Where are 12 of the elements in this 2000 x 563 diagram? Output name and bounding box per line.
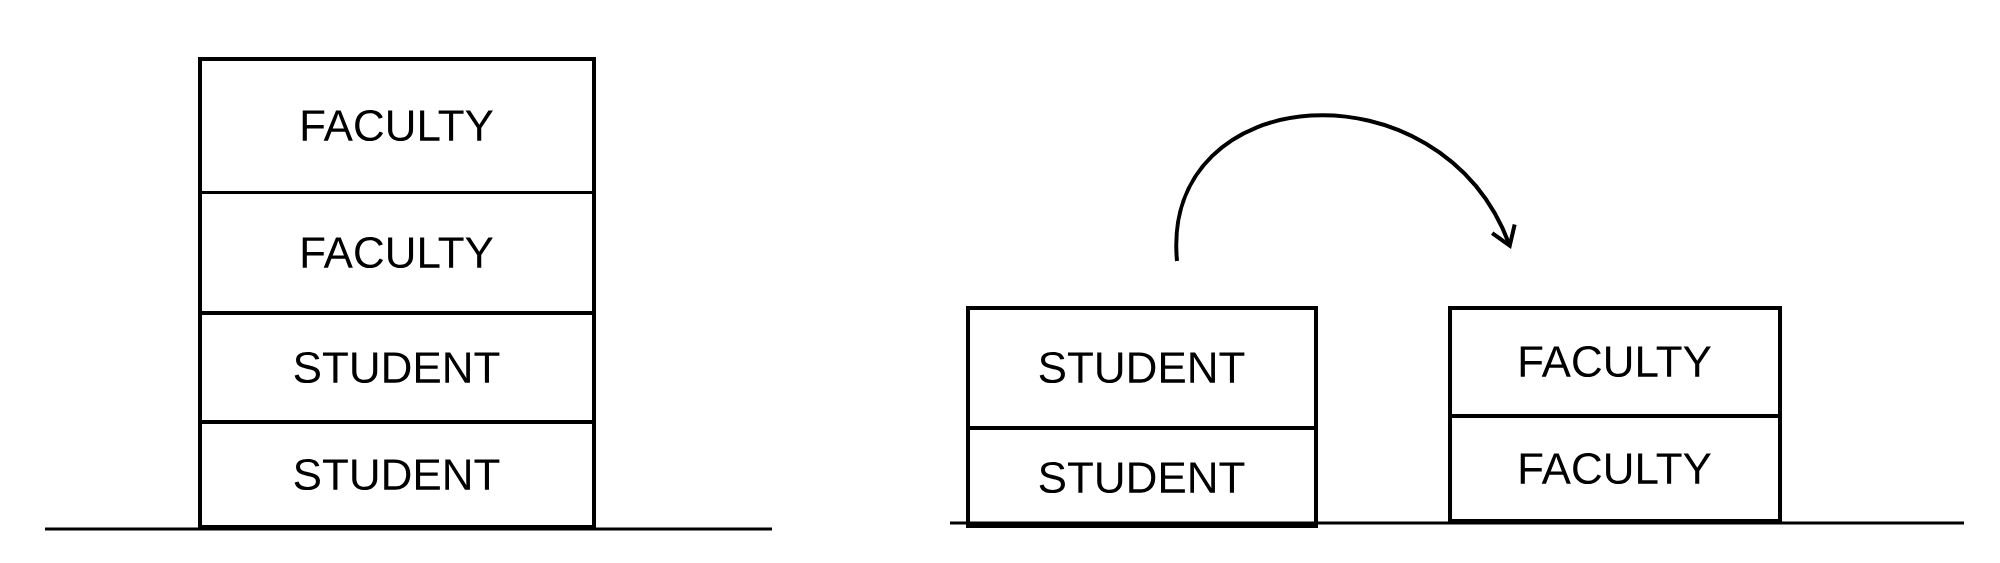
building-box	[198, 57, 596, 529]
floor-box: FACULTY	[198, 57, 595, 194]
floor-box: FACULTY	[198, 191, 595, 314]
floor-box: STUDENT	[966, 427, 1317, 528]
floor-box: FACULTY	[1448, 415, 1781, 522]
floor-box: STUDENT	[966, 306, 1317, 429]
curved-arrow	[1175, 113, 1517, 262]
floor-box: FACULTY	[1448, 306, 1781, 417]
floor-box: STUDENT	[198, 312, 595, 423]
floor-box: STUDENT	[198, 421, 595, 528]
building-box	[1448, 306, 1782, 524]
building-box	[966, 306, 1318, 528]
